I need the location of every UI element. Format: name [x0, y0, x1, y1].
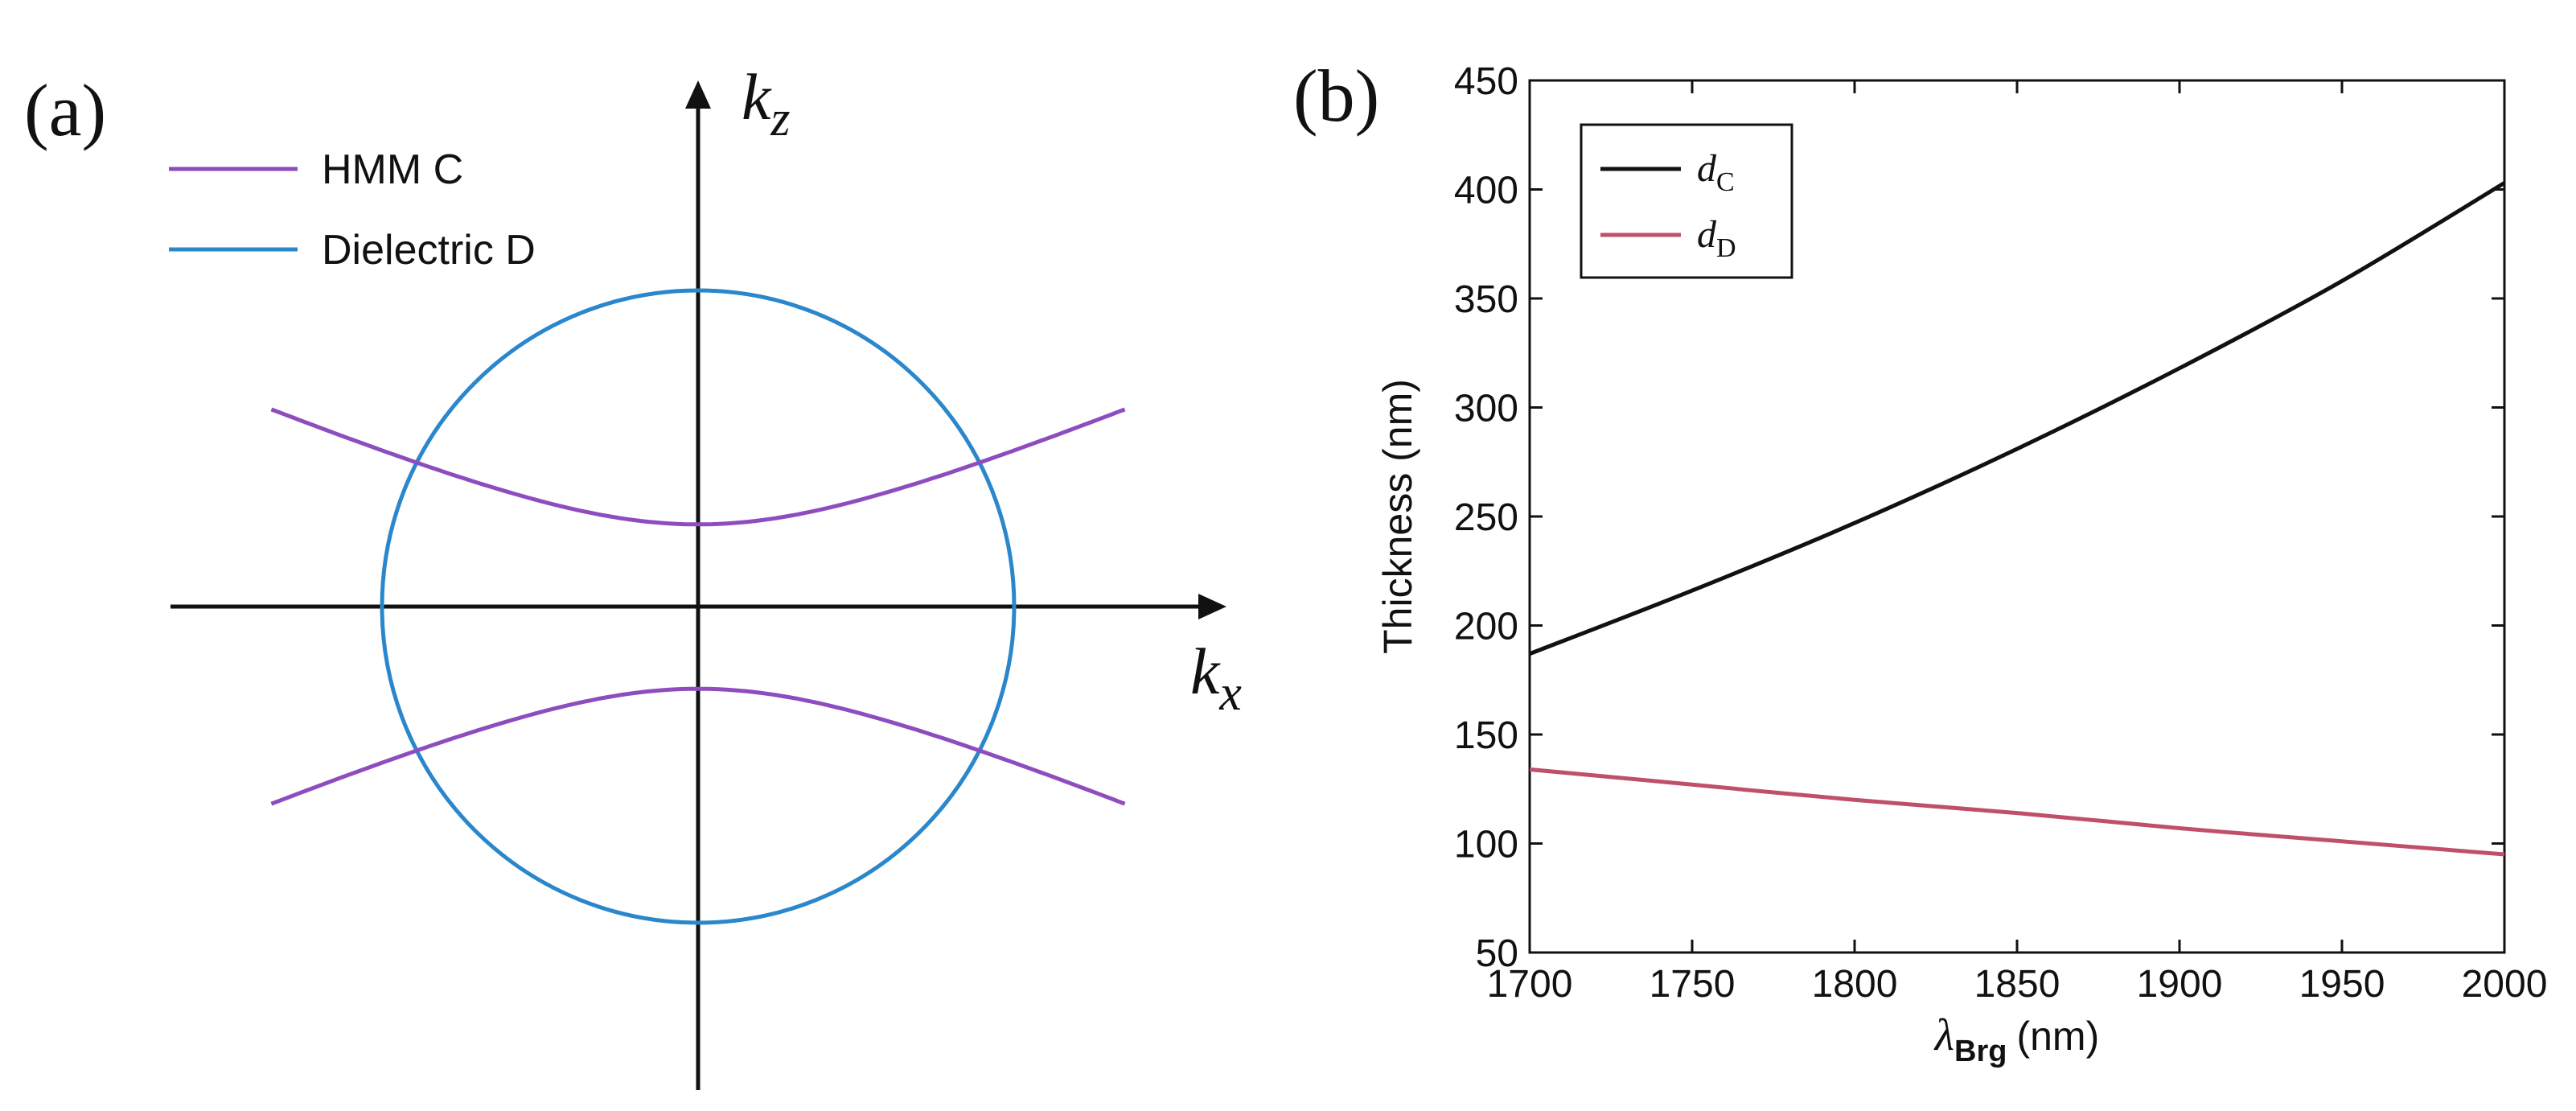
x-axis-label: λBrg(nm) [1933, 1010, 2099, 1068]
dielectric-circle-curve [380, 288, 1017, 925]
legend-hmm-label: HMM C [322, 146, 463, 193]
panel-b-label: (b) [1293, 55, 1379, 137]
panel-a-label: (a) [24, 69, 106, 151]
x-tick-label: 1950 [2299, 963, 2385, 1006]
panel-a: (a) kz kx HMM C Dielectric D [24, 60, 1242, 1090]
x-tick-label: 1900 [2137, 963, 2223, 1006]
y-tick-label: 150 [1454, 714, 1518, 757]
panel-a-legend: HMM C Dielectric D [169, 146, 536, 274]
y-tick-label: 100 [1454, 824, 1518, 866]
x-axis-ticks: 1700 1750 1800 1850 1900 1950 2000 [1487, 80, 2548, 1006]
x-tick-label: 2000 [2462, 963, 2548, 1006]
series-dd-line [1529, 767, 2505, 857]
y-tick-label: 450 [1454, 60, 1518, 103]
hmm-upper-curve [270, 407, 1126, 527]
y-axis-label: Thickness (nm) [1375, 379, 1420, 654]
panel-b-legend: dC dD [1580, 123, 1793, 279]
y-tick-label: 400 [1454, 170, 1518, 212]
y-tick-label: 350 [1454, 278, 1518, 321]
y-tick-label: 50 [1476, 932, 1518, 975]
y-tick-label: 200 [1454, 606, 1518, 648]
x-tick-label: 1850 [1974, 963, 2060, 1006]
x-tick-label: 1700 [1487, 963, 1573, 1006]
kz-axis-label: kz [742, 60, 791, 146]
legend-dielectric-label: Dielectric D [322, 227, 536, 274]
legend-dc-label: dC [1697, 147, 1735, 197]
hmm-lower-curve [270, 686, 1126, 806]
y-axis-ticks: 50 100 150 200 250 300 350 400 450 [1454, 60, 2504, 975]
y-tick-label: 250 [1454, 496, 1518, 539]
y-tick-label: 300 [1454, 388, 1518, 430]
series-dc-line [1529, 181, 2506, 656]
legend-box [1580, 123, 1793, 279]
x-tick-label: 1800 [1812, 963, 1898, 1006]
kz-axis-arrowhead [685, 80, 711, 109]
x-tick-label: 1750 [1650, 963, 1736, 1006]
kx-axis-arrowhead [1198, 594, 1226, 619]
legend-dd-label: dD [1697, 213, 1736, 263]
kx-axis-label: kx [1190, 635, 1242, 721]
